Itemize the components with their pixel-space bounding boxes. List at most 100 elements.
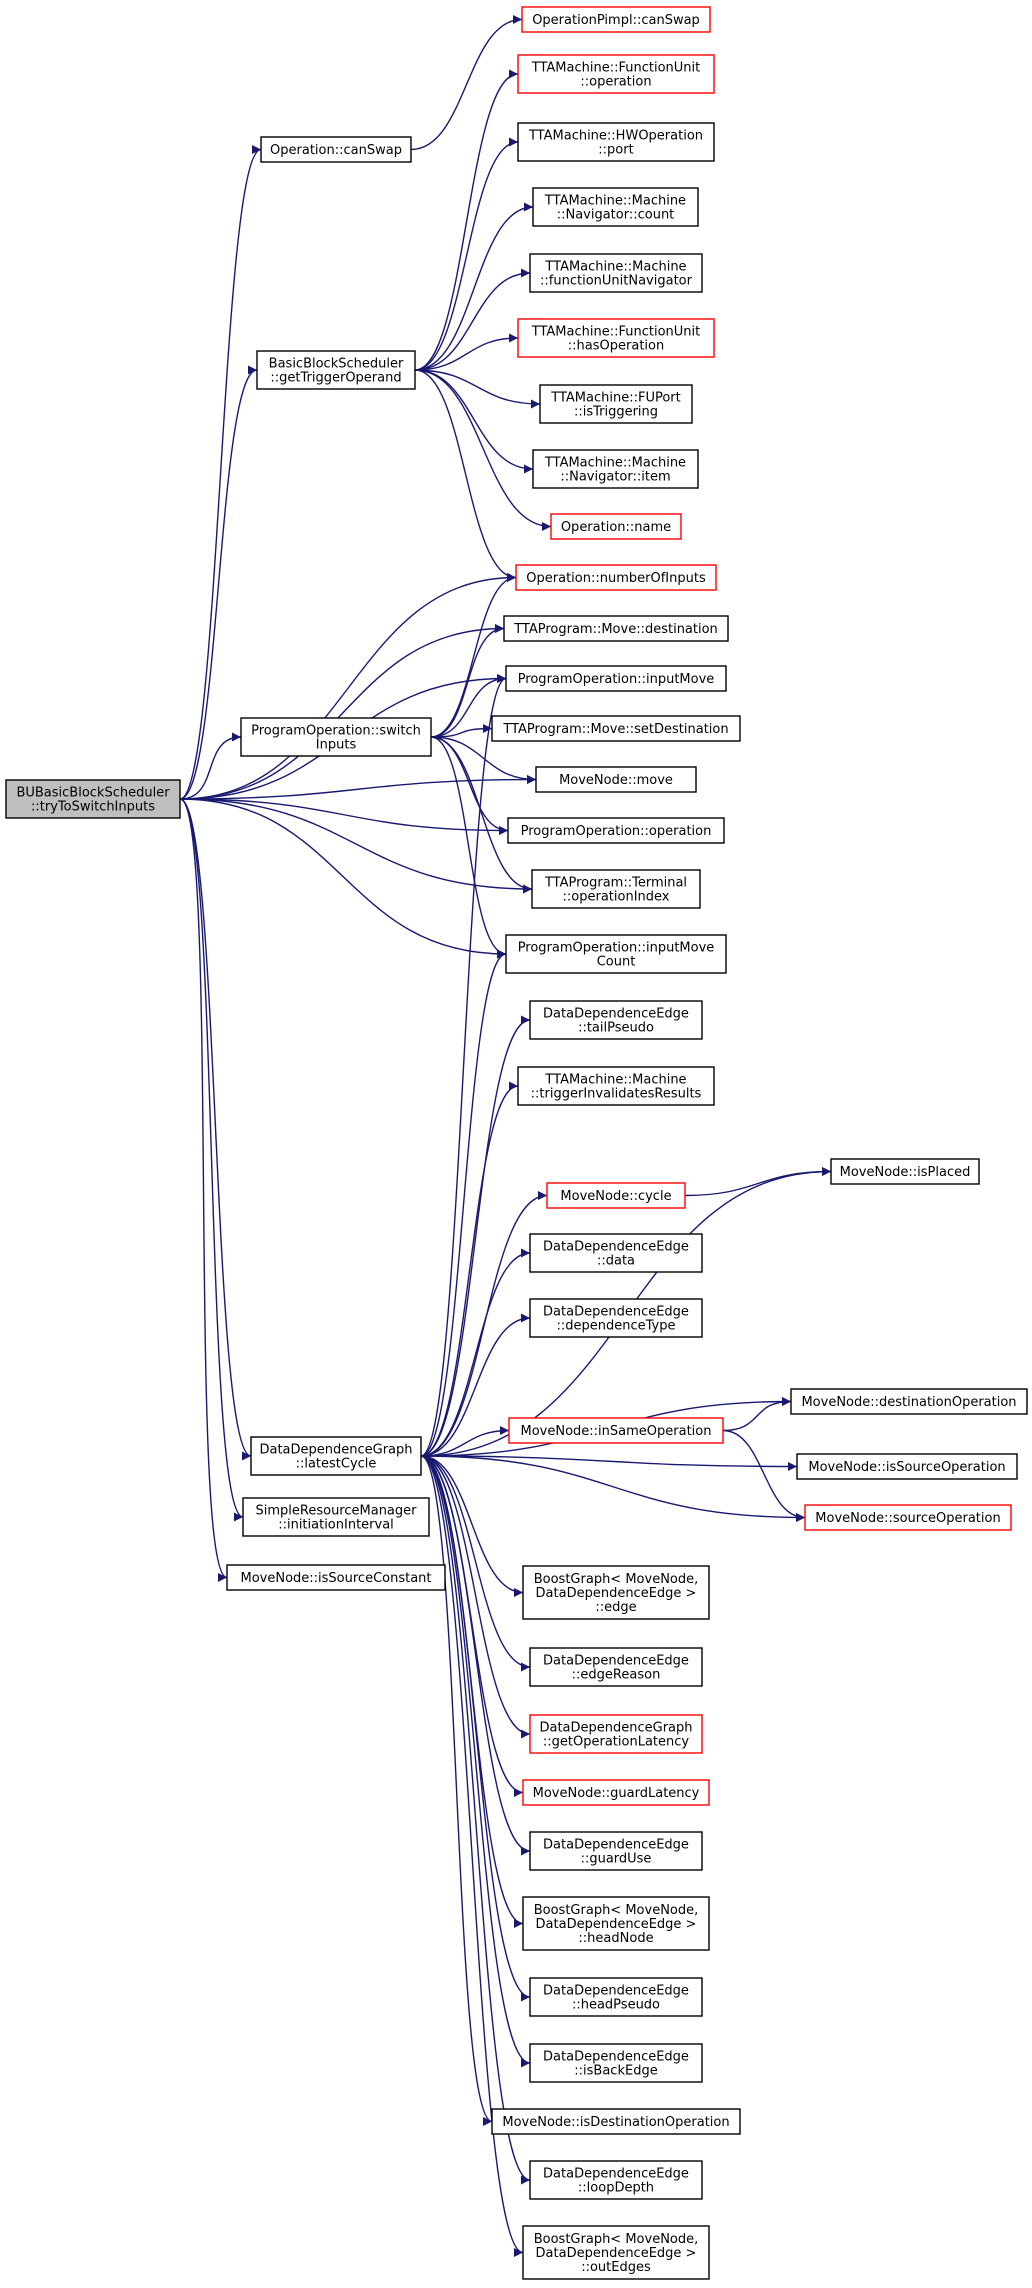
node-box xyxy=(529,1714,703,1754)
node-label-line: ProgramOperation::inputMove xyxy=(518,941,715,956)
node-has-operation[interactable]: TTAMachine::FunctionUnit::hasOperation xyxy=(517,318,715,358)
node-label-line: DataDependenceEdge xyxy=(543,2050,689,2065)
node-label-line: ::functionUnitNavigator xyxy=(540,274,693,289)
node-label-line: ::isBackEdge xyxy=(574,2064,657,2079)
edge-root-to-num-inputs xyxy=(179,573,517,800)
node-label-line: BoostGraph< MoveNode, xyxy=(534,1572,699,1587)
node-data-edge[interactable]: DataDependenceEdge::data xyxy=(529,1233,703,1273)
edge-get-trigger-to-is-triggering xyxy=(414,369,541,409)
node-bg-edge[interactable]: BoostGraph< MoveNode,DataDependenceEdge … xyxy=(522,1565,710,1620)
edge-latest-cycle-to-get-op-latency xyxy=(420,1455,531,1739)
node-label-line: ::isTriggering xyxy=(574,405,658,420)
node-nav-count[interactable]: TTAMachine::Machine::Navigator::count xyxy=(532,187,699,227)
node-input-move[interactable]: ProgramOperation::inputMove xyxy=(505,665,727,692)
node-op-pimpl-can-swap[interactable]: OperationPimpl::canSwap xyxy=(521,6,711,33)
node-label-line: TTAMachine::Machine xyxy=(544,194,686,209)
node-dest-op[interactable]: MoveNode::destinationOperation xyxy=(790,1388,1028,1415)
node-root[interactable]: BUBasicBlockScheduler::tryToSwitchInputs xyxy=(5,779,181,819)
edge-root-to-simple-rm xyxy=(179,798,244,1522)
node-num-inputs[interactable]: Operation::numberOfInputs xyxy=(515,564,717,591)
edge-latest-cycle-to-bg-edge xyxy=(420,1455,524,1597)
node-is-dest-op[interactable]: MoveNode::isDestinationOperation xyxy=(491,2108,741,2135)
node-label-line: ::Navigator::count xyxy=(557,208,675,223)
node-is-triggering[interactable]: TTAMachine::FUPort::isTriggering xyxy=(539,384,693,424)
node-box xyxy=(529,1831,703,1871)
edge-root-to-get-trigger xyxy=(179,365,258,800)
node-label-line: ::Navigator::item xyxy=(560,470,670,485)
node-mn-move[interactable]: MoveNode::move xyxy=(535,766,697,793)
node-set-dest[interactable]: TTAProgram::Move::setDestination xyxy=(491,715,741,742)
node-nav-item[interactable]: TTAMachine::Machine::Navigator::item xyxy=(532,449,699,489)
edge-in-same-op-to-source-op xyxy=(722,1429,806,1522)
node-guard-latency[interactable]: MoveNode::guardLatency xyxy=(522,1779,710,1806)
node-fu-operation[interactable]: TTAMachine::FunctionUnit::operation xyxy=(517,54,715,94)
edge-latest-cycle-to-out-edges xyxy=(420,1455,524,2257)
node-fu-navigator[interactable]: TTAMachine::Machine::functionUnitNavigat… xyxy=(529,253,703,293)
node-label-line: TTAProgram::Move::setDestination xyxy=(502,722,728,737)
node-label-line: ProgramOperation::inputMove xyxy=(518,672,715,687)
node-source-op[interactable]: MoveNode::sourceOperation xyxy=(804,1504,1012,1531)
node-box xyxy=(505,934,727,974)
edge-latest-cycle-to-tail-pseudo xyxy=(420,1015,531,1457)
node-label-line: ::operationIndex xyxy=(563,890,670,905)
node-can-swap[interactable]: Operation::canSwap xyxy=(260,136,412,163)
node-label-line: DataDependenceEdge > xyxy=(536,1917,697,1932)
edge-latest-cycle-to-loop-depth xyxy=(420,1455,531,2185)
node-box xyxy=(529,2043,703,2083)
node-label-line: ::data xyxy=(597,1254,635,1269)
node-box xyxy=(531,869,701,909)
node-box xyxy=(529,1000,703,1040)
node-head-node[interactable]: BoostGraph< MoveNode,DataDependenceEdge … xyxy=(522,1896,710,1951)
node-box xyxy=(522,2225,710,2280)
node-move-dest[interactable]: TTAProgram::Move::destination xyxy=(503,615,729,642)
edge-root-to-po-operation xyxy=(179,798,509,835)
node-get-op-latency[interactable]: DataDependenceGraph::getOperationLatency xyxy=(529,1714,703,1754)
node-label-line: DataDependenceEdge > xyxy=(536,1586,697,1601)
edge-latest-cycle-to-is-source-op xyxy=(420,1455,798,1471)
node-label-line: MoveNode::isSourceConstant xyxy=(240,1571,431,1586)
node-in-same-op[interactable]: MoveNode::inSameOperation xyxy=(508,1417,724,1444)
node-label-line: MoveNode::inSameOperation xyxy=(521,1424,712,1439)
node-label-line: TTAMachine::Machine xyxy=(544,456,686,471)
node-label-line: DataDependenceEdge > xyxy=(536,2246,697,2261)
node-label-line: DataDependenceEdge xyxy=(543,1305,689,1320)
node-label-line: ::tryToSwitchInputs xyxy=(31,800,155,815)
edge-switch-inputs-to-num-inputs xyxy=(430,573,517,738)
node-mn-cycle[interactable]: MoveNode::cycle xyxy=(546,1182,686,1209)
node-simple-rm[interactable]: SimpleResourceManager::initiationInterva… xyxy=(242,1497,430,1537)
node-is-source-const[interactable]: MoveNode::isSourceConstant xyxy=(226,1564,446,1591)
node-label-line: ::tailPseudo xyxy=(578,1021,654,1036)
node-get-trigger[interactable]: BasicBlockScheduler::getTriggerOperand xyxy=(256,350,416,390)
node-op-name[interactable]: Operation::name xyxy=(550,513,682,540)
edge-root-to-mn-move xyxy=(179,775,537,800)
node-po-operation[interactable]: ProgramOperation::operation xyxy=(507,817,725,844)
node-out-edges[interactable]: BoostGraph< MoveNode,DataDependenceEdge … xyxy=(522,2225,710,2280)
node-hw-op-port[interactable]: TTAMachine::HWOperation::port xyxy=(517,122,715,162)
edge-mn-cycle-to-is-placed xyxy=(684,1167,832,1197)
node-is-source-op[interactable]: MoveNode::isSourceOperation xyxy=(796,1453,1018,1480)
node-latest-cycle[interactable]: DataDependenceGraph::latestCycle xyxy=(250,1436,422,1476)
node-label-line: TTAMachine::HWOperation xyxy=(528,129,703,144)
node-is-placed[interactable]: MoveNode::isPlaced xyxy=(830,1158,980,1185)
node-head-pseudo[interactable]: DataDependenceEdge::headPseudo xyxy=(529,1977,703,2017)
node-is-back-edge[interactable]: DataDependenceEdge::isBackEdge xyxy=(529,2043,703,2083)
node-tail-pseudo[interactable]: DataDependenceEdge::tailPseudo xyxy=(529,1000,703,1040)
edge-latest-cycle-to-trig-inval xyxy=(420,1081,519,1457)
edge-switch-inputs-to-input-move-count xyxy=(430,736,507,959)
node-box xyxy=(242,1497,430,1537)
node-box xyxy=(535,766,697,793)
node-label-line: DataDependenceEdge xyxy=(543,1654,689,1669)
node-label-line: OperationPimpl::canSwap xyxy=(532,13,700,28)
node-op-index[interactable]: TTAProgram::Terminal::operationIndex xyxy=(531,869,701,909)
node-guard-use[interactable]: DataDependenceEdge::guardUse xyxy=(529,1831,703,1871)
edge-switch-inputs-to-input-move xyxy=(430,674,507,738)
node-box xyxy=(529,1298,703,1338)
edge-get-trigger-to-fu-navigator xyxy=(414,268,531,371)
node-loop-depth[interactable]: DataDependenceEdge::loopDepth xyxy=(529,2160,703,2200)
node-trig-inval[interactable]: TTAMachine::Machine::triggerInvalidatesR… xyxy=(517,1066,715,1106)
node-dep-type[interactable]: DataDependenceEdge::dependenceType xyxy=(529,1298,703,1338)
node-edge-reason[interactable]: DataDependenceEdge::edgeReason xyxy=(529,1647,703,1687)
